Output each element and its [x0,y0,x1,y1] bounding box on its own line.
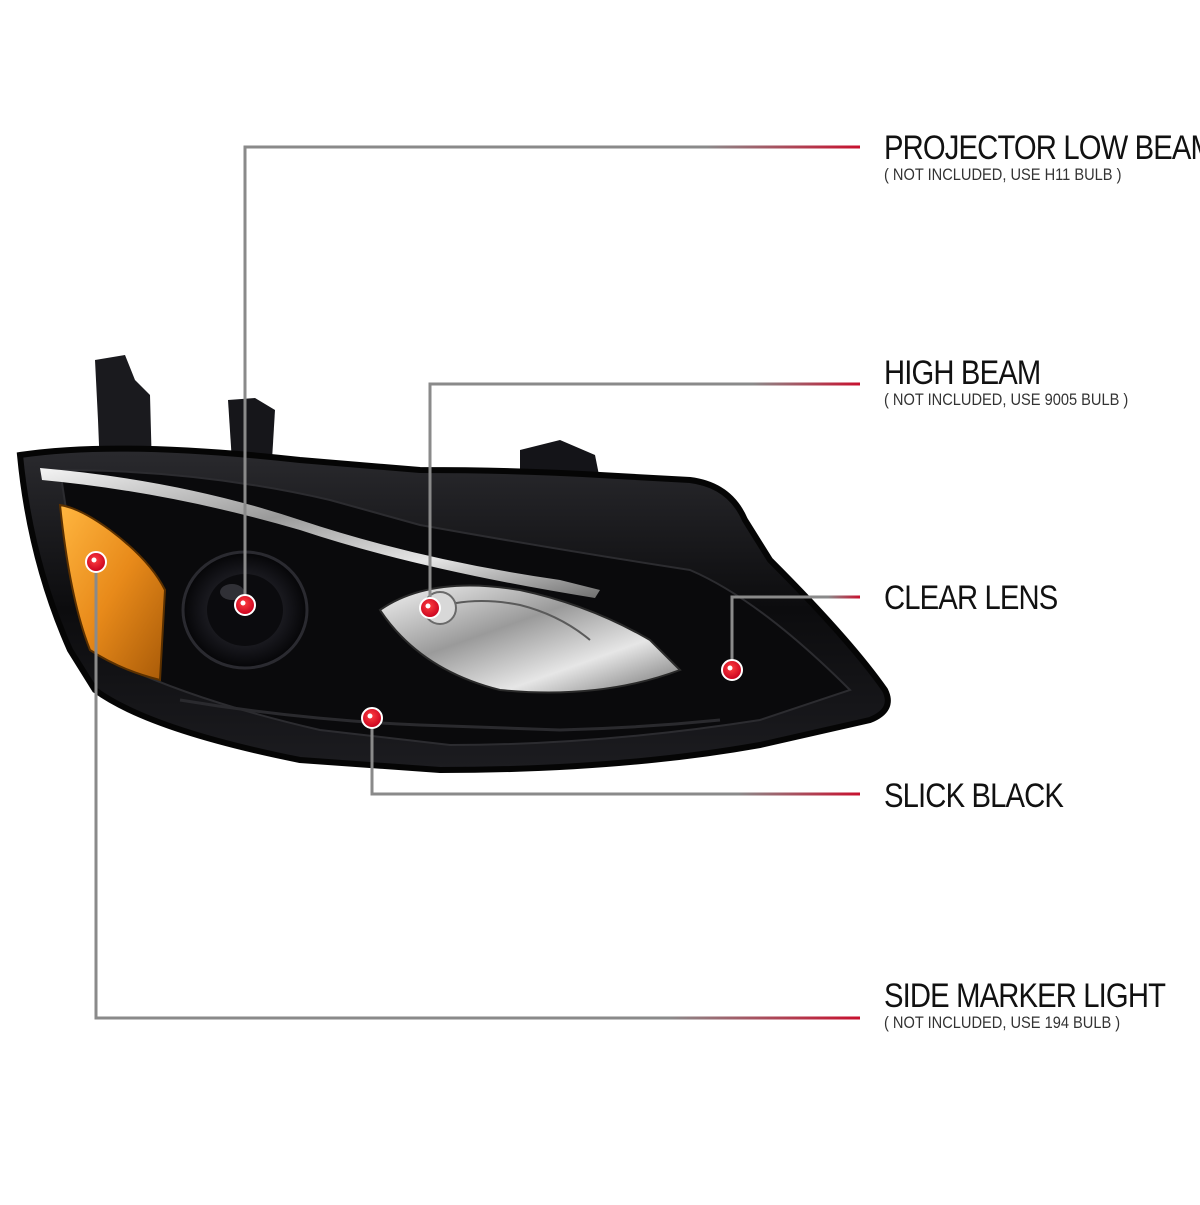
callout-note: ( NOT INCLUDED, USE 9005 BULB ) [884,390,1129,409]
leader-slickblack [370,718,860,796]
callout-title: CLEAR LENS [884,579,1058,617]
leader-clearlens [730,595,860,670]
leader-lines [94,145,860,1020]
callout-projector-low-beam: PROJECTOR LOW BEAM ( NOT INCLUDED, USE H… [884,130,1200,184]
callout-high-beam: HIGH BEAM ( NOT INCLUDED, USE 9005 BULB … [884,355,1168,409]
dot-slickblack [361,707,383,729]
dot-sidemarker [85,551,107,573]
amber-side-marker-lens [58,503,167,682]
callout-dots [85,551,743,729]
leader-highbeam [428,382,860,608]
callout-clear-lens: CLEAR LENS [884,580,1086,616]
dot-clearlens [721,659,743,681]
callout-note: ( NOT INCLUDED, USE H11 BULB ) [884,165,1122,184]
callout-title: PROJECTOR LOW BEAM [884,129,1200,167]
callout-title: SLICK BLACK [884,777,1064,815]
dot-projector [234,594,256,616]
callout-title: SIDE MARKER LIGHT [884,977,1166,1015]
callout-note: ( NOT INCLUDED, USE 194 BULB ) [884,1013,1121,1032]
callout-title: HIGH BEAM [884,354,1041,392]
callout-side-marker-light: SIDE MARKER LIGHT ( NOT INCLUDED, USE 19… [884,978,1200,1032]
chrome-strip [40,468,600,598]
leader-sidemarker [94,562,860,1020]
dot-highbeam [419,597,441,619]
leader-projector [243,145,860,605]
callout-slick-black: SLICK BLACK [884,778,1092,814]
lower-trim [179,698,721,732]
